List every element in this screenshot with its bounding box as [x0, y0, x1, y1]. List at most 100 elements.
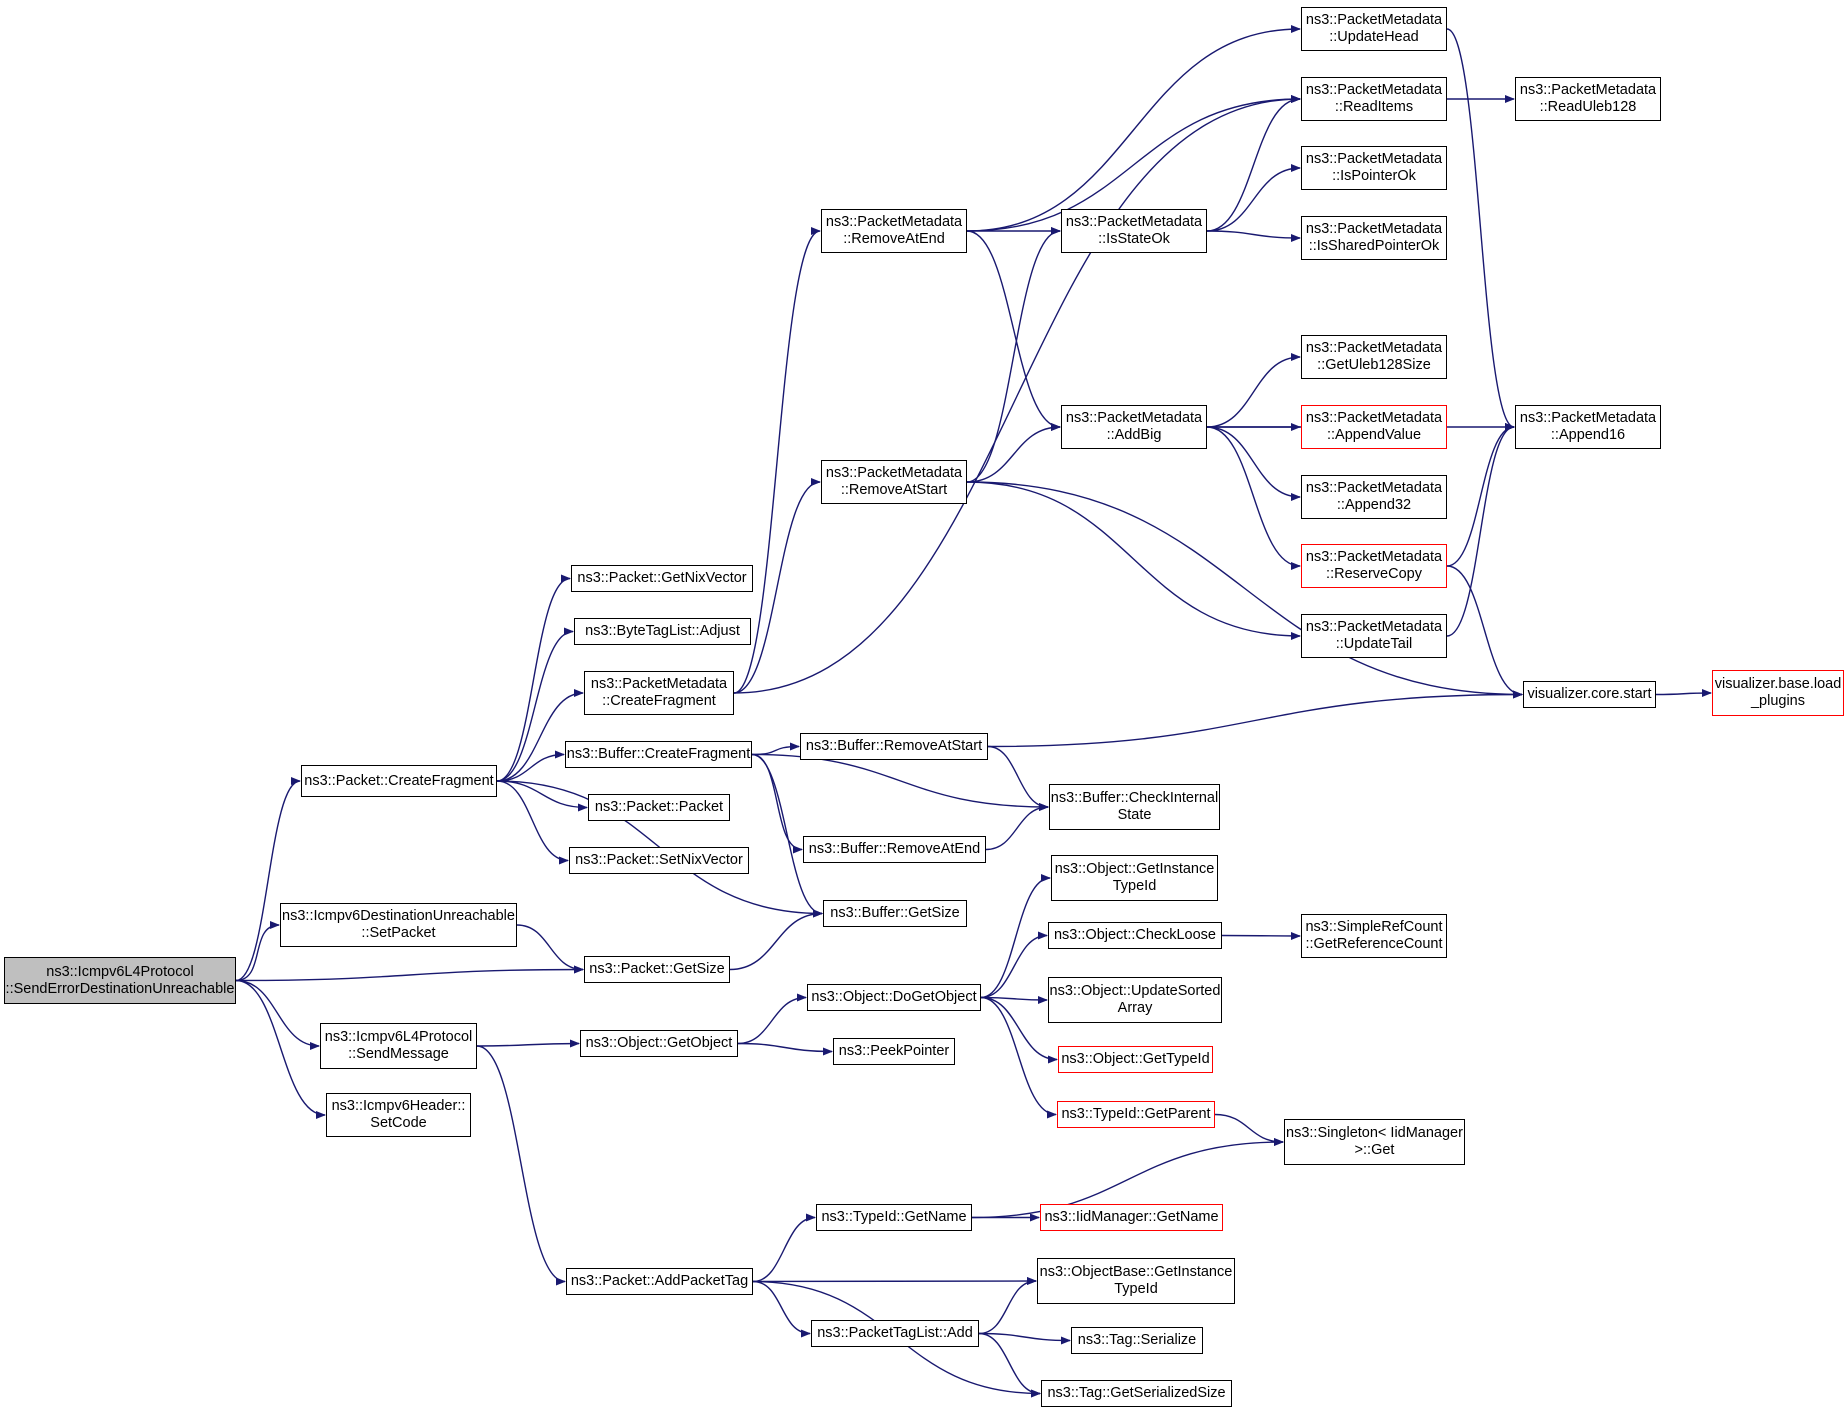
edge-packettaglist-add-to-tag-getserializedsize	[978, 1332, 1041, 1398]
node-label-line: ns3::Packet::AddPacketTag	[570, 1273, 749, 1289]
node-pm-removeatstart[interactable]: ns3::PacketMetadata::RemoveAtStart	[821, 460, 967, 504]
node-pm-addbig[interactable]: ns3::PacketMetadata::AddBig	[1061, 405, 1207, 449]
node-pm-updatetail[interactable]: ns3::PacketMetadata::UpdateTail	[1301, 614, 1447, 658]
edge-pkt-createfragment-to-pkt-getnixvector	[496, 574, 571, 782]
node-tag-serialize[interactable]: ns3::Tag::Serialize	[1071, 1327, 1203, 1354]
edge-icmpv6du-setpacket-to-pkt-getsize	[516, 924, 584, 974]
node-typeid-getparent[interactable]: ns3::TypeId::GetParent	[1057, 1101, 1215, 1128]
node-bytetaglist-adjust[interactable]: ns3::ByteTagList::Adjust	[574, 618, 751, 645]
node-icmpv6l4-sendmessage[interactable]: ns3::Icmpv6L4Protocol::SendMessage	[320, 1023, 477, 1069]
node-pkt-addpackettag[interactable]: ns3::Packet::AddPacketTag	[566, 1268, 753, 1295]
node-pm-getuleb128size[interactable]: ns3::PacketMetadata::GetUleb128Size	[1301, 335, 1447, 379]
node-label-line: ns3::Singleton< IidManager	[1286, 1125, 1463, 1141]
node-pm-issharedpointerok[interactable]: ns3::PacketMetadata::IsSharedPointerOk	[1301, 216, 1447, 260]
node-tag-getserializedsize[interactable]: ns3::Tag::GetSerializedSize	[1041, 1380, 1232, 1407]
node-label-line: ::ReadItems	[1334, 99, 1414, 115]
edge-buf-createfragment-to-buf-getsize	[751, 753, 823, 918]
node-label-line: ::IsPointerOk	[1332, 168, 1416, 184]
node-typeid-getname[interactable]: ns3::TypeId::GetName	[816, 1204, 972, 1231]
edge-obj-dogetobject-to-obj-gettypeid	[980, 996, 1058, 1064]
edge-pkt-addpackettag-to-typeid-getname	[752, 1213, 816, 1283]
edge-pm-reservecopy-to-pm-append16	[1446, 423, 1515, 567]
node-label-line: TypeId	[1112, 878, 1157, 894]
node-obj-gettypeid[interactable]: ns3::Object::GetTypeId	[1058, 1046, 1213, 1073]
node-pm-appendvalue[interactable]: ns3::PacketMetadata::AppendValue	[1301, 405, 1447, 449]
node-label-line: ns3::ObjectBase::GetInstance	[1039, 1264, 1233, 1280]
node-obj-dogetobject[interactable]: ns3::Object::DoGetObject	[807, 984, 981, 1011]
node-label-line: ::Append16	[1550, 427, 1626, 443]
node-label-line: ::GetUleb128Size	[1317, 357, 1431, 373]
node-singleton-get[interactable]: ns3::Singleton< IidManager>::Get	[1284, 1119, 1465, 1165]
node-obj-checkloose[interactable]: ns3::Object::CheckLoose	[1048, 922, 1222, 949]
node-label-line: ns3::SimpleRefCount	[1305, 919, 1443, 935]
node-buf-getsize[interactable]: ns3::Buffer::GetSize	[823, 900, 967, 927]
edge-pm-createfragment-to-pm-removeatend	[733, 227, 821, 694]
edge-pm-isstateok-to-pm-ispointerok	[1206, 164, 1301, 232]
node-pkt-packet[interactable]: ns3::Packet::Packet	[588, 794, 730, 821]
node-label-line: ::SendErrorDestinationUnreachable	[5, 980, 235, 997]
node-label-line: ns3::PacketTagList::Add	[817, 1325, 973, 1341]
edge-pkt-createfragment-to-buf-createfragment	[496, 750, 565, 782]
node-label-line: ns3::Buffer::CreateFragment	[566, 746, 751, 762]
node-visualizer-core-start[interactable]: visualizer.core.start	[1523, 681, 1656, 708]
node-pm-isstateok[interactable]: ns3::PacketMetadata::IsStateOk	[1061, 209, 1207, 253]
node-refcount-getreferencecount[interactable]: ns3::SimpleRefCount::GetReferenceCount	[1301, 914, 1447, 958]
node-icmpv6hdr-setcode[interactable]: ns3::Icmpv6Header::SetCode	[326, 1093, 471, 1137]
node-label-line: ns3::Object::UpdateSorted	[1049, 983, 1221, 999]
node-pm-append16[interactable]: ns3::PacketMetadata::Append16	[1515, 405, 1661, 449]
node-pkt-createfragment[interactable]: ns3::Packet::CreateFragment	[301, 765, 497, 797]
edge-root-to-icmpv6l4-sendmessage	[235, 979, 320, 1050]
node-pm-removeatend[interactable]: ns3::PacketMetadata::RemoveAtEnd	[821, 209, 967, 253]
edge-packettaglist-add-to-tag-serialize	[978, 1332, 1071, 1345]
node-buf-removeatstart[interactable]: ns3::Buffer::RemoveAtStart	[800, 733, 988, 760]
node-label-line: ns3::Packet::GetNixVector	[577, 570, 747, 586]
node-iidmanager-getname[interactable]: ns3::IidManager::GetName	[1040, 1204, 1223, 1231]
node-pm-reservecopy[interactable]: ns3::PacketMetadata::ReserveCopy	[1301, 544, 1447, 588]
node-packettaglist-add[interactable]: ns3::PacketTagList::Add	[811, 1320, 979, 1347]
node-visualizer-base-loadplugins[interactable]: visualizer.base.load_plugins	[1712, 670, 1844, 716]
node-label-line: ::Append32	[1336, 497, 1412, 513]
edge-pm-removeatend-to-pm-addbig	[966, 230, 1061, 431]
node-label-line: ns3::Object::GetTypeId	[1061, 1051, 1210, 1067]
node-pkt-setnixvector[interactable]: ns3::Packet::SetNixVector	[569, 847, 749, 874]
node-buf-createfragment[interactable]: ns3::Buffer::CreateFragment	[565, 741, 752, 768]
node-label-line: ::ReserveCopy	[1326, 566, 1422, 582]
node-label-line: ::RemoveAtEnd	[843, 231, 945, 247]
node-label-line: ns3::PacketMetadata	[1519, 82, 1657, 98]
node-pm-append32[interactable]: ns3::PacketMetadata::Append32	[1301, 475, 1447, 519]
node-label-line: State	[1117, 807, 1152, 823]
edge-obj-dogetobject-to-typeid-getparent	[980, 996, 1057, 1119]
node-label-line: ns3::Buffer::RemoveAtEnd	[808, 841, 981, 857]
node-icmpv6du-setpacket[interactable]: ns3::Icmpv6DestinationUnreachable::SetPa…	[280, 903, 517, 947]
node-pm-updatehead[interactable]: ns3::PacketMetadata::UpdateHead	[1301, 7, 1447, 51]
node-label-line: ns3::Icmpv6DestinationUnreachable	[282, 908, 515, 924]
node-pkt-getnixvector[interactable]: ns3::Packet::GetNixVector	[571, 565, 753, 592]
node-label-line: ::AddBig	[1106, 427, 1162, 443]
node-obj-getobject[interactable]: ns3::Object::GetObject	[580, 1030, 738, 1057]
edge-pm-removeatstart-to-pm-updatetail	[966, 481, 1301, 640]
edge-typeid-getparent-to-singleton-get	[1214, 1113, 1284, 1146]
node-pm-ispointerok[interactable]: ns3::PacketMetadata::IsPointerOk	[1301, 146, 1447, 190]
node-label-line: ns3::IidManager::GetName	[1044, 1209, 1219, 1225]
node-pm-readuleb128[interactable]: ns3::PacketMetadata::ReadUleb128	[1515, 77, 1661, 121]
node-label-line: ns3::PacketMetadata	[1519, 410, 1657, 426]
node-label-line: ns3::Icmpv6L4Protocol	[46, 963, 194, 980]
node-buf-removeatend[interactable]: ns3::Buffer::RemoveAtEnd	[803, 836, 986, 863]
edge-pm-removeatstart-to-pm-isstateok	[966, 227, 1061, 483]
node-peekpointer[interactable]: ns3::PeekPointer	[833, 1038, 955, 1065]
node-pkt-getsize[interactable]: ns3::Packet::GetSize	[584, 956, 730, 983]
node-label-line: ns3::PacketMetadata	[1305, 340, 1443, 356]
edge-typeid-getname-to-singleton-get	[971, 1138, 1284, 1219]
edge-buf-createfragment-to-buf-removeatend	[751, 753, 803, 854]
node-label-line: ns3::Packet::Packet	[594, 799, 724, 815]
node-pm-readitems[interactable]: ns3::PacketMetadata::ReadItems	[1301, 77, 1447, 121]
node-root: ns3::Icmpv6L4Protocol::SendErrorDestinat…	[4, 957, 236, 1004]
node-label-line: ::SendMessage	[348, 1046, 449, 1062]
node-pm-createfragment[interactable]: ns3::PacketMetadata::CreateFragment	[584, 671, 734, 715]
